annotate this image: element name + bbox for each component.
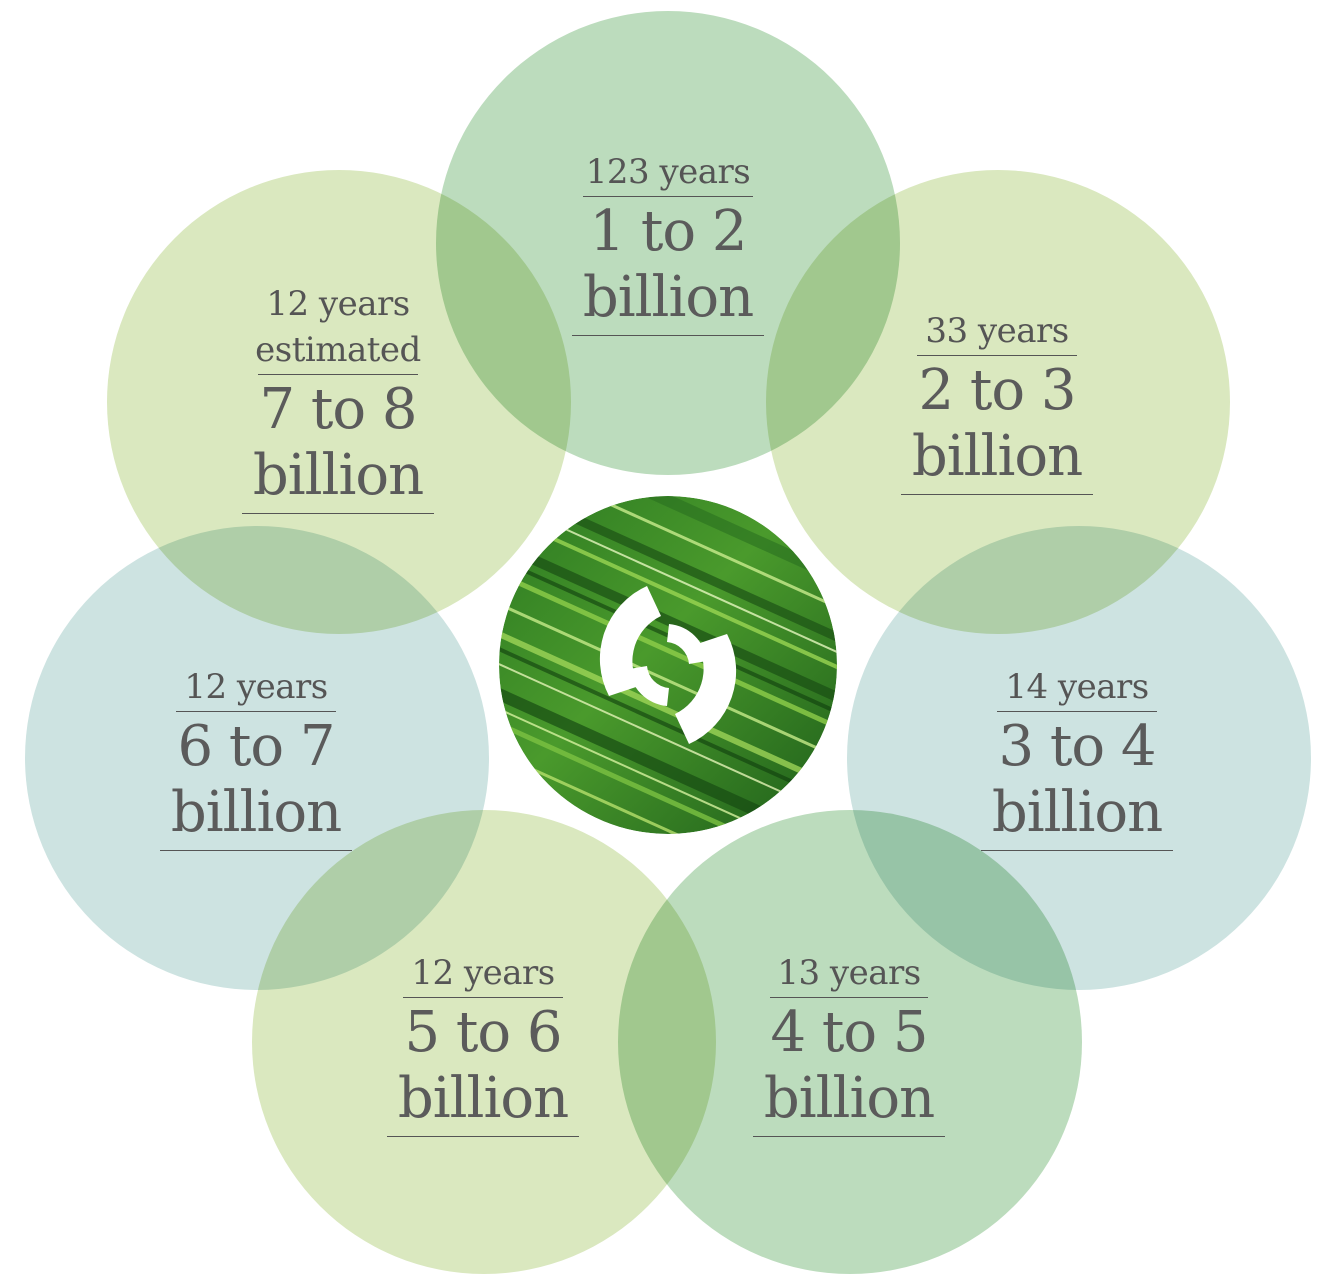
range-text: 4 to 5 — [770, 1000, 928, 1065]
years-text: 12 years — [184, 667, 328, 707]
unit-text: billion — [252, 443, 424, 508]
years-underline — [770, 997, 928, 998]
range-text: 1 to 2 — [589, 199, 747, 264]
label-7-to-8: 12 years estimated 7 to 8 billion — [242, 284, 434, 514]
years-text: 14 years — [1005, 667, 1149, 707]
label-2-to-3: 33 years 2 to 3 billion — [901, 311, 1093, 495]
label-3-to-4: 14 years 3 to 4 billion — [981, 667, 1173, 851]
billion-underline — [387, 1136, 579, 1137]
unit-text: billion — [911, 424, 1083, 489]
range-text: 5 to 6 — [404, 1000, 562, 1065]
circle-1-to-2 — [436, 11, 900, 475]
years-underline — [258, 374, 418, 375]
center-logo — [499, 496, 837, 834]
unit-text: billion — [763, 1066, 935, 1131]
years-text: 12 years — [411, 953, 555, 993]
years-underline — [176, 711, 336, 712]
billion-underline — [901, 494, 1093, 495]
label-6-to-7: 12 years 6 to 7 billion — [160, 667, 352, 851]
unit-text: billion — [397, 1066, 569, 1131]
years-underline — [917, 355, 1077, 356]
sustainability-swirl-icon — [499, 496, 837, 834]
years-text: 123 years — [585, 152, 751, 192]
range-text: 7 to 8 — [259, 377, 417, 442]
years-text: 33 years — [925, 311, 1069, 351]
unit-text: billion — [582, 265, 754, 330]
label-4-to-5: 13 years 4 to 5 billion — [753, 953, 945, 1137]
label-5-to-6: 12 years 5 to 6 billion — [387, 953, 579, 1137]
billion-underline — [753, 1136, 945, 1137]
years-text: 13 years — [777, 953, 921, 993]
circle-4-to-5 — [618, 810, 1082, 1274]
billion-underline — [572, 335, 764, 336]
range-text: 6 to 7 — [177, 714, 335, 779]
label-1-to-2: 123 years 1 to 2 billion — [572, 152, 764, 336]
years-text-line-2: estimated — [255, 330, 421, 370]
unit-text: billion — [170, 780, 342, 845]
years-text-line-1: 12 years — [266, 284, 410, 324]
years-underline — [583, 196, 753, 197]
billion-underline — [160, 850, 352, 851]
billion-underline — [981, 850, 1173, 851]
unit-text: billion — [991, 780, 1163, 845]
years-underline — [997, 711, 1157, 712]
billion-underline — [242, 513, 434, 514]
range-text: 3 to 4 — [998, 714, 1156, 779]
range-text: 2 to 3 — [918, 358, 1076, 423]
years-underline — [403, 997, 563, 998]
